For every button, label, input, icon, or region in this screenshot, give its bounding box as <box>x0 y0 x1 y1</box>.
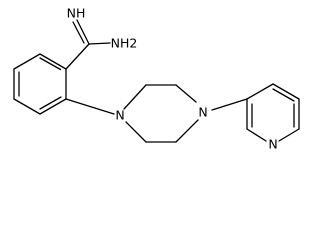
amidine-group <box>65 19 111 70</box>
bond <box>278 128 300 142</box>
bond <box>39 98 67 115</box>
bond <box>88 42 111 45</box>
bond <box>65 98 115 115</box>
bond <box>246 83 274 100</box>
bond <box>246 128 267 142</box>
bond <box>211 98 248 111</box>
bond <box>175 119 199 143</box>
piperazine-ring <box>123 84 199 143</box>
benzene-ring <box>13 53 67 115</box>
atom-labels: NH NH2 N N N <box>67 6 278 152</box>
molecule-diagram: NH NH2 N N N <box>13 6 300 152</box>
bond <box>125 121 147 143</box>
bond <box>13 98 41 115</box>
amine-label: NH2 <box>111 36 138 51</box>
molecule-canvas: NH NH2 N N N <box>13 6 300 152</box>
pyridine-ring <box>246 83 300 142</box>
bond <box>123 84 147 110</box>
bond <box>76 19 90 45</box>
double-bond-inner <box>72 21 85 44</box>
double-bond-inner <box>39 96 62 110</box>
double-bond-inner <box>39 57 62 71</box>
bond <box>272 83 300 100</box>
imine-label: NH <box>67 6 86 21</box>
double-bond-inner <box>272 88 295 102</box>
bond <box>39 53 67 70</box>
piperazine-n-left-label: N <box>115 108 124 123</box>
bond <box>13 53 41 70</box>
piperazine-n-right-label: N <box>198 105 207 120</box>
bond <box>175 84 197 103</box>
bond <box>65 43 90 70</box>
pyridine-n-label: N <box>268 137 277 152</box>
